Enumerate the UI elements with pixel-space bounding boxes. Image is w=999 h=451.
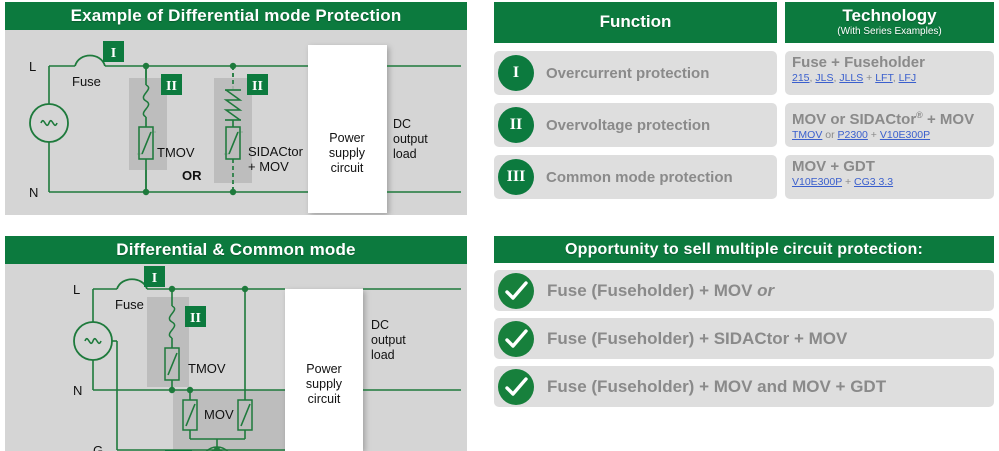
series-separator: + [863,72,876,84]
series-link[interactable]: TMOV [792,129,823,141]
psu-line-1: Power [329,131,364,145]
series-separator: + [867,129,880,141]
table-row: I Overcurrent protection Fuse + Fuseholder… [494,51,994,95]
dc-output-line-2-2: output [371,333,406,347]
differential-mode-diagram: I II II L N Fuse TMOV SIDACtor + MOV OR … [5,30,467,215]
roman-numeral-badge: III [498,159,534,195]
common-mode-panel: Differential & Common mode [5,236,467,451]
badge-ii-a-label: II [166,79,177,94]
roman-numeral-badge: I [498,55,534,91]
series-separator: + [842,176,854,188]
dc-output-line-3-2: load [371,348,395,362]
opportunity-list: Fuse (Fuseholder) + MOV or Fuse (Fusehold… [494,270,994,407]
series-link[interactable]: LFJ [898,72,917,84]
differential-mode-title: Example of Differential mode Protection [5,2,467,30]
opportunity-item: Fuse (Fuseholder) + MOV or [494,270,994,311]
psu-line-2-2: supply [306,377,343,391]
function-label: Overvoltage protection [546,116,711,134]
tmov-label-2: TMOV [188,361,226,376]
table-body: I Overcurrent protection Fuse + Fuseholder… [494,51,994,199]
series-link[interactable]: JLLS [839,72,864,84]
series-separator: , [892,72,899,84]
series-link[interactable]: V10E300P [879,129,931,141]
opportunity-panel: Opportunity to sell multiple circuit pro… [494,236,994,407]
series-separator: , [833,72,840,84]
series-link[interactable]: P2300 [837,129,868,141]
technology-table: Function Technology (With Series Example… [494,2,994,199]
mov-label: MOV [204,407,234,422]
dc-output-line-3: load [393,147,417,161]
badge-ii-label-2: II [190,311,201,326]
opportunity-title: Opportunity to sell multiple circuit pro… [494,236,994,263]
technology-header-text: Technology [842,6,937,25]
common-mode-diagram: I II III L N G Fuse TMOV MOV GDT Power s… [5,264,467,451]
series-separator: , [809,72,816,84]
technology-header-subtext: (With Series Examples) [837,26,942,37]
series-link[interactable]: CG3 3.3 [854,176,894,188]
check-icon [498,368,534,405]
technology-series-links: V10E300P + CG3 3.3 [792,176,994,189]
badge-ii-b-label: II [252,79,263,94]
opportunity-label: Fuse (Fuseholder) + MOV or [547,280,775,300]
opportunity-item: Fuse (Fuseholder) + MOV and MOV + GDT [494,366,994,407]
line-label-2: L [73,282,80,297]
opportunity-emphasis: or [757,280,775,300]
table-header-row: Function Technology (With Series Example… [494,2,994,43]
neutral-label: N [29,185,38,200]
function-cell: II Overvoltage protection [494,103,777,147]
column-header-function: Function [494,2,777,43]
series-separator: or [822,129,838,141]
badge-i-label-2: I [152,271,157,286]
function-label: Common mode protection [546,168,733,186]
roman-numeral-badge: II [498,107,534,143]
check-icon [498,272,534,309]
series-link[interactable]: 215 [792,72,810,84]
fuse-label-2: Fuse [115,297,144,312]
badge-i-label: I [111,46,116,61]
psu-line-2: supply [329,146,366,160]
technology-series-links: 215, JLS, JLLS + LFT, LFJ [792,72,994,85]
differential-mode-panel: Example of Differential mode Protection [5,2,467,215]
table-row: II Overvoltage protection MOV or SIDACtor®… [494,103,994,147]
function-cell: I Overcurrent protection [494,51,777,95]
sidactor-label: SIDACtor [248,144,304,159]
dc-output-line-2: output [393,132,428,146]
neutral-label-2: N [73,383,82,398]
differential-circuit-svg: I II II L N Fuse TMOV SIDACtor + MOV OR … [29,41,461,213]
dc-output-line-1: DC [393,117,411,131]
fuse-label: Fuse [72,74,101,89]
series-link[interactable]: V10E300P [792,176,843,188]
psu-line-3: circuit [331,161,364,175]
check-icon [498,320,534,357]
opportunity-label: Fuse (Fuseholder) + SIDACtor + MOV [547,328,848,348]
technology-main-text: MOV + GDT [792,158,875,175]
common-circuit-svg: I II III L N G Fuse TMOV MOV GDT Power s… [73,266,461,451]
technology-main-text: Fuse + Fuseholder [792,54,925,71]
function-label: Overcurrent protection [546,64,710,82]
ground-label: G [93,443,103,451]
psu-line-3-2: circuit [308,392,341,406]
dc-output-line-1-2: DC [371,318,389,332]
psu-line-1-2: Power [306,362,341,376]
column-header-technology: Technology (With Series Examples) [785,2,994,43]
common-mode-title: Differential & Common mode [5,236,467,264]
opportunity-item: Fuse (Fuseholder) + SIDACtor + MOV [494,318,994,359]
function-header-text: Function [599,12,672,31]
function-cell: III Common mode protection [494,155,777,199]
opportunity-label: Fuse (Fuseholder) + MOV and MOV + GDT [547,376,887,396]
technology-main-text: MOV or SIDACtor® + MOV [792,110,975,128]
technology-series-links: TMOV or P2300 + V10E300P [792,129,994,142]
series-link[interactable]: LFT [875,72,893,84]
line-label: L [29,59,36,74]
tmov-label: TMOV [157,145,195,160]
sidactor-mov-label: + MOV [248,159,289,174]
series-link[interactable]: JLS [815,72,834,84]
or-label: OR [182,168,202,183]
